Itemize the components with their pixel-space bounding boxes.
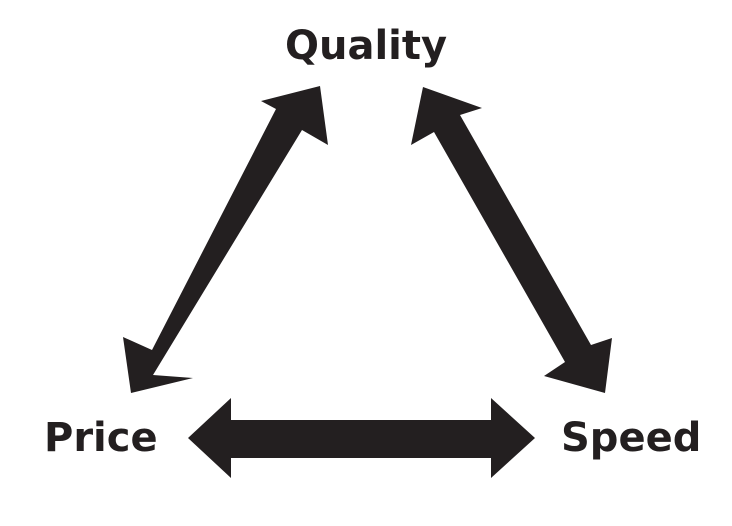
node-label-price: Price bbox=[44, 415, 158, 461]
arrow-price-speed bbox=[188, 398, 535, 478]
node-label-quality: Quality bbox=[285, 23, 448, 69]
arrow-quality-speed bbox=[411, 87, 612, 393]
arrow-price-quality bbox=[123, 86, 328, 393]
node-label-speed: Speed bbox=[561, 415, 702, 461]
